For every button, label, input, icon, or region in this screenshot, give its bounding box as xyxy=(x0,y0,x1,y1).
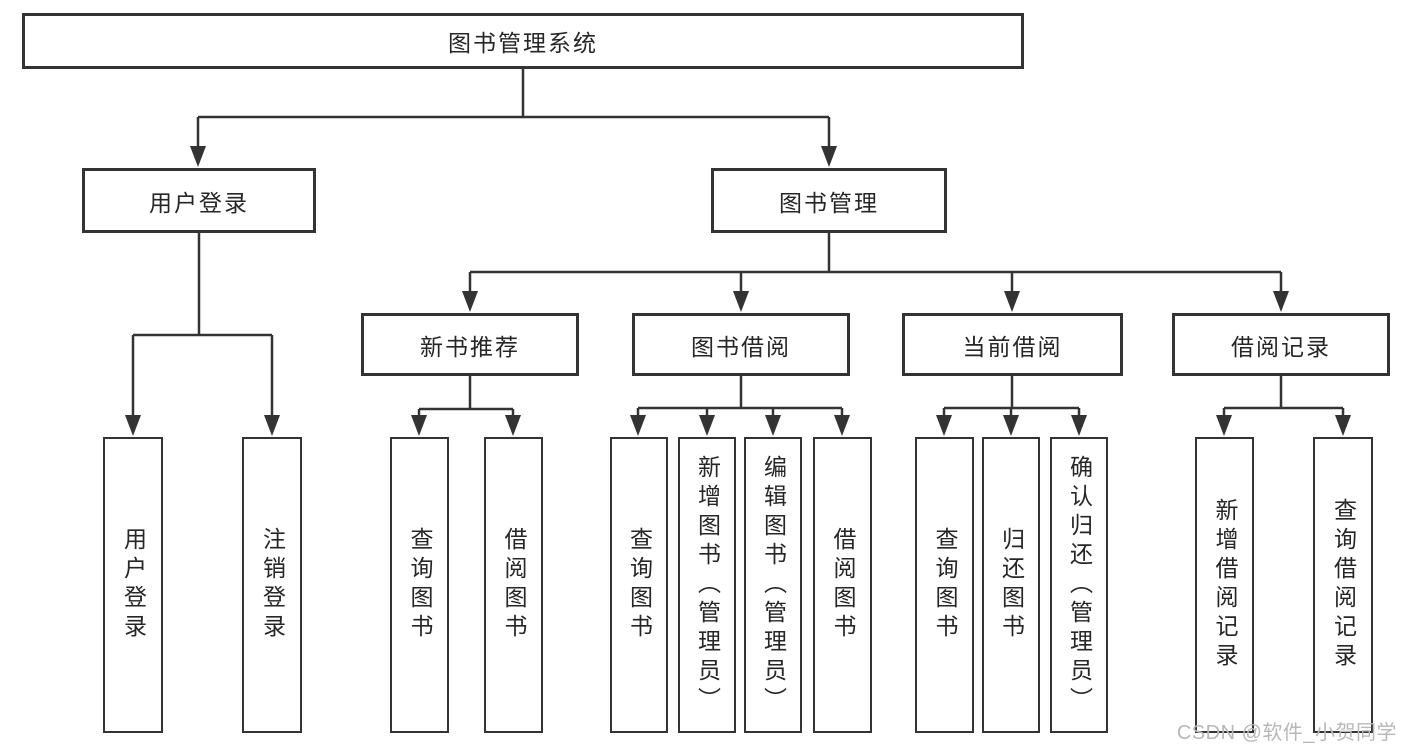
csdn-watermark: CSDN @软件_小贺同学 xyxy=(1176,722,1397,744)
leaf-edit-book-admin: 编辑图书（管理员） xyxy=(744,437,802,733)
node-borrow-records: 借阅记录 xyxy=(1172,313,1390,376)
leaf-query-books-current: 查询图书 xyxy=(915,437,974,733)
node-book-borrow: 图书借阅 xyxy=(632,313,850,376)
leaf-query-books-recommend: 查询图书 xyxy=(390,437,449,733)
node-root-system: 图书管理系统 xyxy=(22,13,1024,69)
node-book-management: 图书管理 xyxy=(711,168,947,233)
leaf-confirm-return-admin: 确认归还（管理员） xyxy=(1050,437,1108,733)
leaf-logout: 注销登录 xyxy=(242,437,302,733)
leaf-return-book: 归还图书 xyxy=(982,437,1040,733)
node-user-login: 用户登录 xyxy=(82,168,316,233)
arrowheads xyxy=(125,146,1351,436)
leaf-add-borrow-record: 新增借阅记录 xyxy=(1195,437,1254,733)
leaf-query-borrow-record: 查询借阅记录 xyxy=(1313,437,1373,733)
leaf-borrow-books: 借阅图书 xyxy=(813,437,872,733)
leaf-borrow-books-recommend: 借阅图书 xyxy=(484,437,543,733)
node-current-borrow: 当前借阅 xyxy=(902,313,1123,376)
leaf-user-login: 用户登录 xyxy=(103,437,163,733)
node-new-book-recommend: 新书推荐 xyxy=(361,313,579,376)
leaf-query-books-borrow: 查询图书 xyxy=(610,437,668,733)
leaf-add-book-admin: 新增图书（管理员） xyxy=(678,437,736,733)
